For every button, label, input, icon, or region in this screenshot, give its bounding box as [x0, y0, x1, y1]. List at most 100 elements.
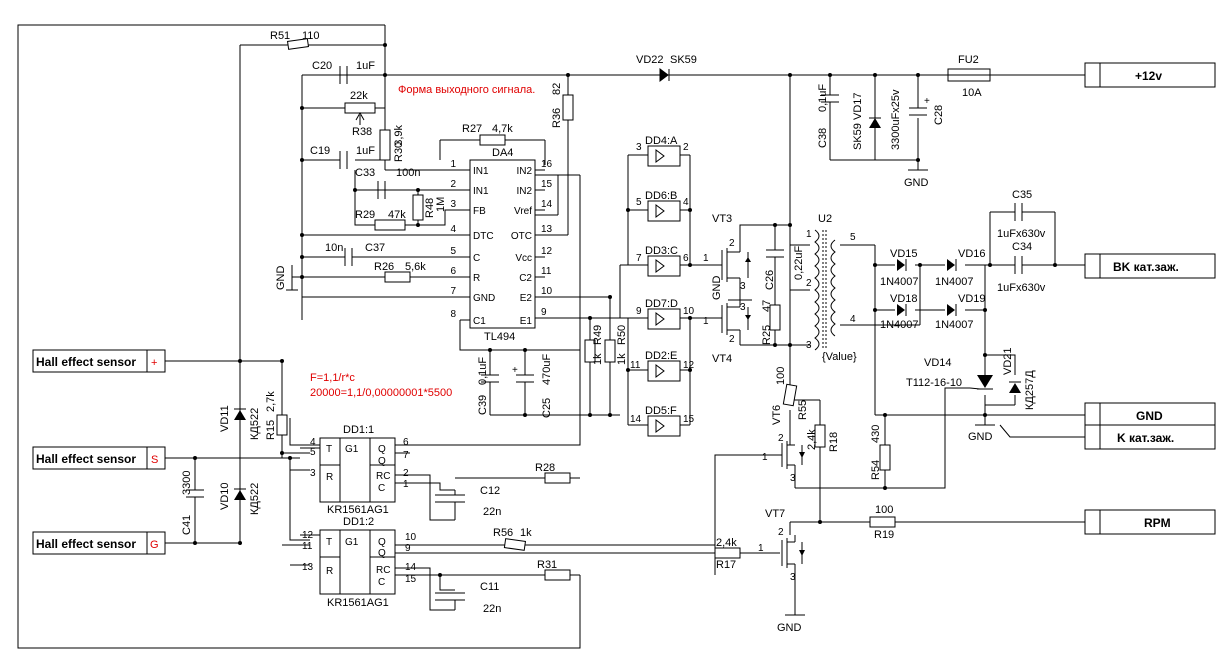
svg-text:R15: R15 — [265, 420, 277, 440]
svg-text:DD3:C: DD3:C — [645, 245, 678, 257]
connector-rpm: RPM — [1084, 509, 1216, 535]
frequency-formula: F=1,1/r*c — [310, 372, 355, 384]
svg-text:2,4k: 2,4k — [716, 537, 737, 549]
capacitor-c33: C33 100n — [355, 167, 420, 199]
svg-text:C25: C25 — [541, 398, 553, 418]
svg-text:1N4007: 1N4007 — [880, 319, 919, 331]
frequency-calculation: 20000=1,1/0,00000001*5500 — [310, 387, 452, 399]
capacitor-c39: 0,1uF C39 — [477, 357, 499, 415]
svg-text:6: 6 — [683, 253, 689, 264]
svg-text:C: C — [378, 483, 385, 494]
resistor-r49: R49 1k — [584, 325, 604, 365]
mosfet-vt6: VT6 1 2 3 — [762, 405, 805, 484]
svg-text:C26: C26 — [764, 270, 776, 290]
svg-text:Q: Q — [378, 456, 386, 467]
transformer-u2: U2 {Value} 1 2 3 5 4 — [806, 213, 857, 363]
pin-name: IN2 — [516, 166, 532, 177]
svg-text:T112-16-10: T112-16-10 — [906, 377, 962, 389]
svg-text:11: 11 — [302, 541, 313, 552]
resistor-r18: 2,4k R18 — [806, 424, 840, 452]
svg-text:C12: C12 — [480, 485, 500, 497]
svg-text:10: 10 — [683, 306, 695, 317]
thyristor-vd14: VD14 T112-16-10 — [906, 357, 993, 390]
pin-number: 14 — [541, 199, 553, 210]
svg-text:Hall effect sensor: Hall effect sensor — [36, 452, 136, 466]
svg-text:{Value}: {Value} — [822, 351, 857, 363]
svg-text:100n: 100n — [396, 167, 420, 179]
svg-text:GND: GND — [904, 177, 929, 189]
svg-text:VD18: VD18 — [890, 293, 918, 305]
pin-number: 8 — [450, 309, 456, 320]
svg-text:C38: C38 — [817, 128, 829, 148]
svg-text:C39: C39 — [477, 395, 489, 415]
svg-text:7: 7 — [403, 450, 409, 461]
svg-text:R36: R36 — [551, 108, 563, 128]
svg-text:R31: R31 — [537, 559, 557, 571]
capacitor-c35: C35 1uFx630v — [997, 189, 1046, 240]
svg-text:22n: 22n — [483, 506, 501, 518]
pin-name: C — [473, 253, 480, 264]
svg-text:C33: C33 — [355, 167, 375, 179]
capacitor-c28: + 3300uFx25v C28 — [890, 89, 945, 150]
svg-text:2: 2 — [806, 278, 812, 289]
svg-text:+12v: +12v — [1135, 69, 1162, 83]
svg-text:DD2:E: DD2:E — [645, 350, 677, 362]
svg-text:GND: GND — [1136, 409, 1163, 423]
svg-text:VT6: VT6 — [771, 405, 783, 425]
svg-text:Hall effect sensor: Hall effect sensor — [36, 537, 136, 551]
svg-text:5,6k: 5,6k — [405, 261, 426, 273]
svg-text:VD14: VD14 — [924, 357, 952, 369]
pin-name: GND — [473, 293, 495, 304]
resistor-r29: R29 47k — [355, 209, 406, 231]
capacitor-c38: 0,1uF C38 — [817, 84, 839, 148]
resistor-r28: R28 — [535, 462, 571, 484]
pin-name: Vcc — [515, 253, 532, 264]
svg-text:R19: R19 — [874, 529, 894, 541]
buffer-dd6: DD6:B 5 4 — [636, 190, 689, 222]
svg-text:1N4007: 1N4007 — [935, 319, 974, 331]
svg-text:0,22uF: 0,22uF — [793, 245, 805, 280]
diode-vd17: SK59 VD17 — [852, 92, 881, 150]
output-signal-note: Форма выходного сигнала. — [398, 84, 535, 96]
svg-text:100: 100 — [875, 504, 893, 516]
svg-text:C28: C28 — [933, 105, 945, 125]
gnd-vd14: GND — [968, 424, 995, 443]
pin-number: 16 — [541, 159, 553, 170]
tl494-chip: DA4 TL494 1 IN1 2 IN1 3 FB 4 DTC 5 C 6 R… — [450, 147, 552, 343]
svg-text:2: 2 — [778, 527, 784, 538]
svg-text:G1: G1 — [345, 444, 359, 455]
svg-text:T: T — [326, 537, 332, 548]
svg-text:VD19: VD19 — [958, 293, 986, 305]
pin-number: 2 — [450, 179, 456, 190]
svg-text:R25: R25 — [761, 325, 773, 345]
svg-text:VD10: VD10 — [219, 482, 231, 510]
svg-text:RC: RC — [376, 565, 390, 576]
connector-plus12: +12v — [1084, 62, 1216, 88]
diode-vd10: VD10 КД522 — [219, 482, 261, 515]
svg-text:VD17: VD17 — [852, 92, 864, 120]
svg-text:100: 100 — [775, 367, 787, 385]
svg-text:R38: R38 — [352, 126, 372, 138]
svg-text:GND: GND — [711, 276, 723, 301]
capacitor-c12: C12 22n — [435, 485, 501, 520]
resistor-r48: R48 1M — [412, 194, 447, 221]
pin-name: IN1 — [473, 186, 489, 197]
svg-text:3: 3 — [740, 281, 746, 292]
pin-name: IN1 — [473, 166, 489, 177]
svg-text:430: 430 — [870, 425, 882, 443]
svg-text:K кат.заж.: K кат.заж. — [1117, 431, 1174, 445]
svg-text:6: 6 — [403, 437, 409, 448]
pin-name: DTC — [473, 231, 494, 242]
svg-text:1uFx630v: 1uFx630v — [997, 228, 1046, 240]
svg-text:S: S — [151, 454, 158, 466]
svg-text:G: G — [150, 539, 159, 551]
svg-text:1uF: 1uF — [356, 60, 375, 72]
svg-text:VT3: VT3 — [712, 213, 732, 225]
svg-text:1: 1 — [403, 479, 409, 490]
svg-text:R: R — [326, 472, 333, 483]
svg-text:2,7k: 2,7k — [265, 391, 277, 412]
svg-text:GND: GND — [275, 266, 287, 291]
diode-vd11: VD11 КД522 — [219, 405, 261, 440]
svg-text:VT7: VT7 — [765, 508, 785, 520]
resistor-r50: R50 1k — [604, 325, 628, 365]
